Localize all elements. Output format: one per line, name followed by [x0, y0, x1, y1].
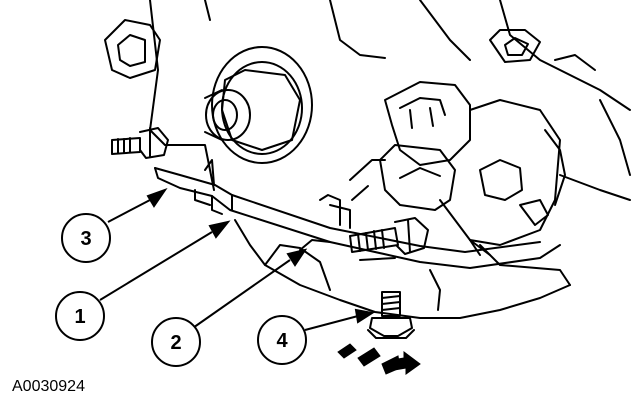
arrowhead-1 — [208, 220, 231, 239]
callout-4: 4 — [257, 315, 307, 365]
engine-block — [104, 0, 631, 206]
leader-lines — [99, 188, 375, 331]
rotation-arrows — [337, 343, 421, 375]
leader-line-1 — [99, 231, 213, 301]
leader-line-4 — [304, 315, 359, 331]
arrowhead-2 — [286, 248, 308, 267]
leader-line-3 — [107, 199, 151, 223]
pan-gasket-strip — [154, 159, 561, 269]
callout-2: 2 — [151, 317, 201, 367]
leader-line-2 — [189, 259, 291, 331]
transmission-bracket — [349, 81, 561, 256]
callout-3: 3 — [61, 213, 111, 263]
callout-number-2: 2 — [170, 332, 181, 354]
left-mounting-stud — [111, 127, 169, 159]
arrowhead-3 — [146, 188, 168, 208]
callout-number-4: 4 — [276, 330, 288, 352]
figure-id-label: A0030924 — [12, 378, 85, 395]
arrowhead-4 — [354, 308, 375, 324]
oil-pan — [234, 219, 571, 319]
drain-plug-bolt — [367, 291, 415, 339]
crankshaft-pulley — [204, 46, 313, 164]
callout-number-3: 3 — [80, 228, 91, 250]
callout-1: 1 — [55, 291, 105, 341]
callout-number-1: 1 — [74, 306, 85, 328]
